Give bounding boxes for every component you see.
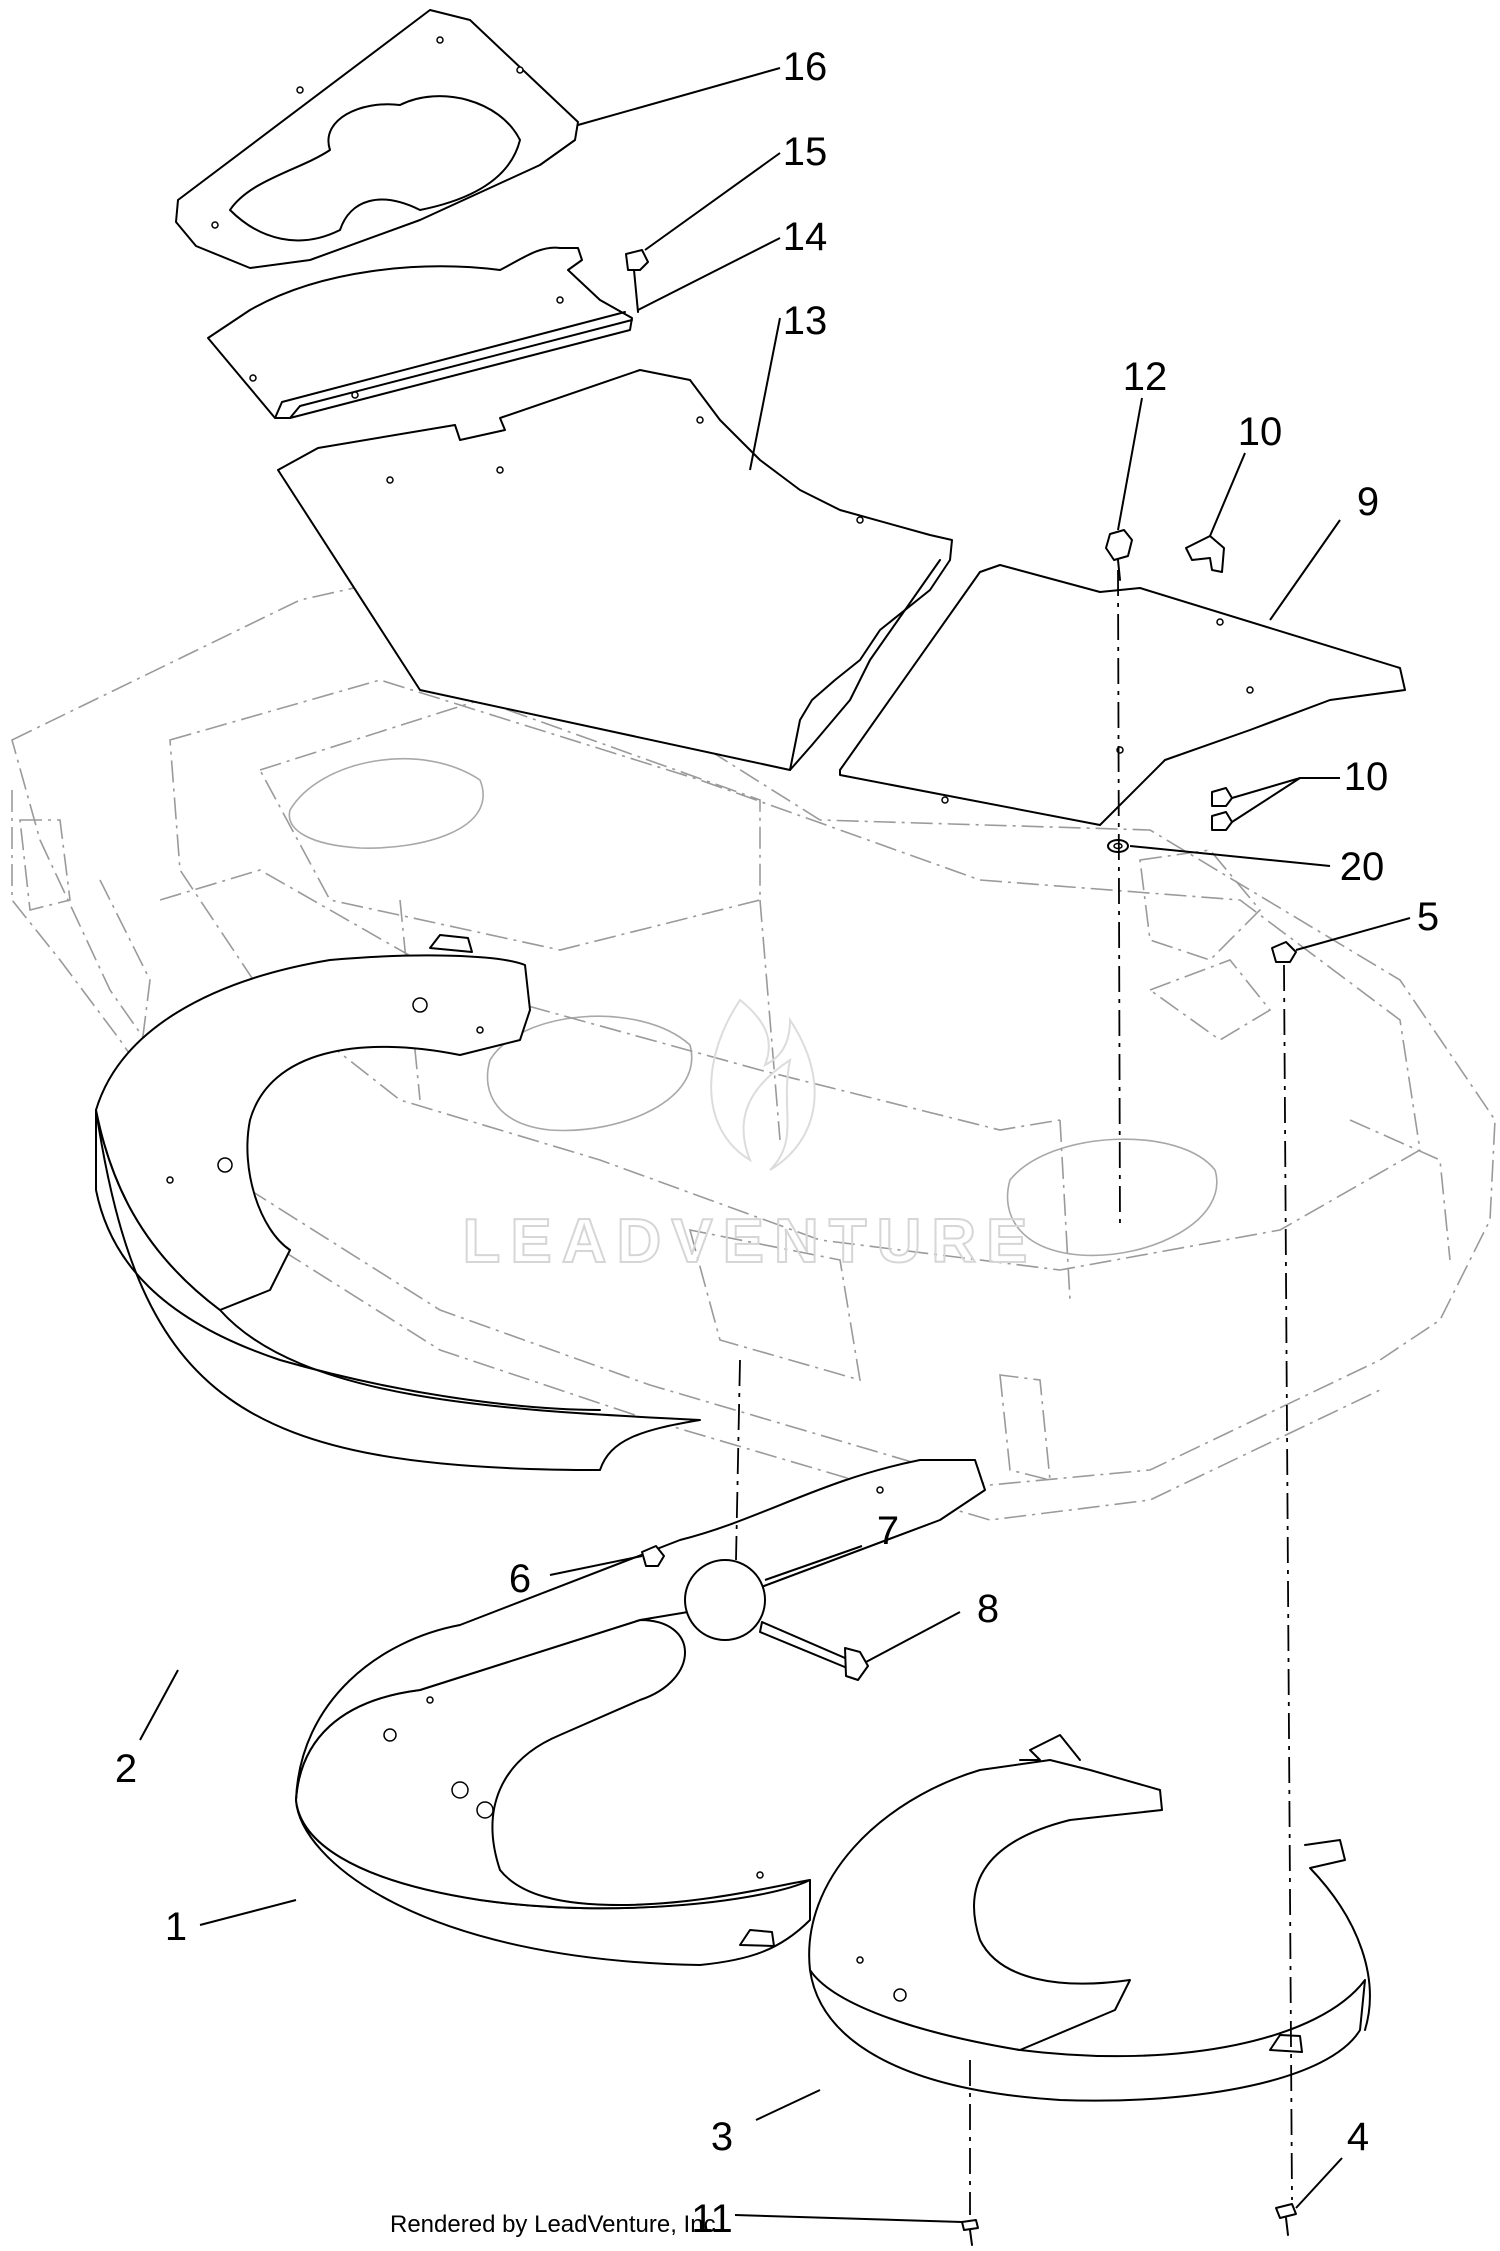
part-9-right-cover: [839, 564, 1406, 826]
part-4-screw: [1275, 2203, 1297, 2236]
callout-7: 7: [877, 1509, 899, 1553]
callout-2: 2: [115, 1747, 137, 1791]
part-11-screw: [961, 2219, 979, 2246]
part-10-clip: [1185, 535, 1225, 626]
part-13-deck-cover: [277, 369, 953, 771]
callout-12: 12: [1123, 355, 1168, 399]
leader-lines: [139, 67, 1411, 2223]
callout-4: 4: [1347, 2115, 1369, 2159]
part-16-upper-shield: [175, 9, 579, 269]
callout-3: 3: [711, 2115, 733, 2159]
assembly-axes: [735, 569, 1293, 2215]
callout-16: 16: [783, 45, 828, 89]
callout-labels: 16 15 14 13 12 10 9 10 20 5 7 6 8 2 1 3 …: [115, 45, 1439, 2241]
callout-8: 8: [977, 1587, 999, 1631]
callout-11: 11: [691, 2197, 733, 2241]
part-5-nut: [1271, 941, 1297, 963]
part-7-cover: [684, 1559, 766, 1641]
watermark-text: LEADVENTURE: [462, 1207, 1037, 1276]
callout-9: 9: [1357, 480, 1379, 524]
watermark: LEADVENTURE: [461, 998, 1037, 1277]
part-3-right-baffle: [739, 1734, 1371, 2102]
callout-5: 5: [1417, 895, 1439, 939]
part-8-bolt: [759, 1621, 869, 1681]
part-1-center-baffle: [295, 1459, 986, 1966]
callout-6: 6: [509, 1557, 531, 1601]
callout-20: 20: [1340, 845, 1385, 889]
part-14-shield-plate: [207, 246, 633, 419]
callout-10-clip: 10: [1238, 410, 1283, 454]
callout-14: 14: [783, 215, 828, 259]
part-12-bolt: [1105, 529, 1133, 581]
part-2-left-baffle: [95, 934, 701, 1471]
part-10-nuts: [1211, 787, 1233, 831]
part-15-bolt: [625, 249, 649, 313]
callout-13: 13: [783, 299, 828, 343]
callout-15: 15: [783, 130, 828, 174]
callout-1: 1: [165, 1905, 187, 1949]
callout-10-nuts: 10: [1344, 755, 1389, 799]
footer-credit: Rendered by LeadVenture, Inc.: [390, 2211, 722, 2238]
part-6-nut: [641, 1545, 665, 1567]
